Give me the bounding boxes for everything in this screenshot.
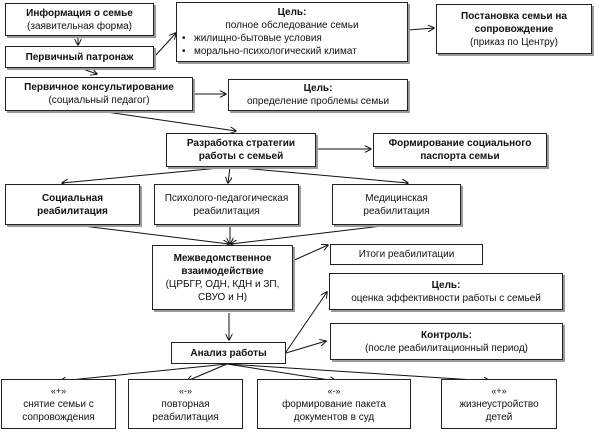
arrow-analysis-to-goal3	[285, 292, 327, 353]
node-goal-evaluation: Цель: оценка эффективности работы с семь…	[329, 273, 563, 310]
goal1-line: полное обследование семьи	[225, 20, 359, 31]
family-info-sub: (заявительная форма)	[27, 20, 132, 32]
social-rehab-title-2: реабилитация	[37, 205, 108, 217]
node-psych-rehab: Психолого-педагогическая реабилитация	[154, 184, 299, 225]
passport-title-2: паспорта семьи	[420, 151, 500, 162]
interagency-title-1: Межведомственное	[173, 252, 272, 264]
control-line: (после реабилитационный период)	[364, 342, 529, 354]
node-primary-patronage: Первичный патронаж	[5, 46, 154, 68]
node-control: Контроль: (после реабилитационный период…	[330, 323, 563, 360]
node-goal-full-survey: Цель: полное обследование семьи жилищно-…	[176, 2, 408, 62]
goal3-title: Цель:	[431, 279, 461, 291]
registration-title-1: Постановка семьи на	[461, 10, 567, 22]
primary-patronage-title: Первичный патронаж	[25, 51, 134, 63]
outcome1-mark: «+»	[50, 385, 67, 396]
node-goal-problem: Цель: определение проблемы семьи	[228, 79, 408, 111]
outcome2-line-1: повторная	[161, 398, 210, 410]
arrow-analysis-to-out3	[226, 363, 336, 381]
arrow-goal1-to-registration	[407, 28, 434, 30]
registration-sub: (приказ по Центру)	[470, 36, 558, 48]
arrow-patronage-to-goal1	[154, 33, 176, 57]
node-outcome-court-documents: «-» формирование пакета документов в суд	[257, 379, 411, 429]
node-social-rehab: Социальная реабилитация	[5, 184, 140, 225]
arrow-analysis-to-out1	[60, 363, 228, 381]
consult-title: Первичное консультирование	[24, 82, 174, 93]
arrow-strategy-to-medical	[229, 166, 408, 183]
control-title: Контроль:	[421, 329, 472, 341]
node-strategy: Разработка стратегии работы с семьей	[166, 133, 316, 167]
registration-title-2: сопровождение	[474, 23, 554, 35]
medical-rehab-line-1: Медицинская	[365, 192, 428, 204]
node-medical-rehab: Медицинская реабилитация	[332, 184, 461, 225]
arrow-strategy-to-psych	[228, 166, 230, 183]
outcome3-mark: «-»	[327, 385, 341, 396]
psych-rehab-line-2: реабилитация	[193, 205, 260, 217]
outcome4-line-1: жизнеустройство	[459, 398, 539, 410]
node-registration: Постановка семьи на сопровождение (прика…	[436, 4, 592, 54]
outcome4-line-2: детей	[485, 411, 513, 423]
interagency-sub-1: (ЦРБГР, ОДН, КДН и ЗП,	[165, 278, 280, 290]
outcome4-mark: «+»	[491, 385, 507, 396]
goal1-title: Цель:	[277, 7, 307, 18]
node-outcome-child-placement: «+» жизнеустройство детей	[441, 379, 557, 429]
social-rehab-title-1: Социальная	[41, 192, 104, 204]
goal3-line: оценка эффективности работы с семьей	[351, 292, 541, 304]
interagency-sub-2: СВУО и Н)	[197, 291, 248, 303]
node-family-info: Информация о семье (заявительная форма)	[5, 3, 154, 36]
arrow-medical-to-interagency	[231, 224, 391, 244]
arrow-social-to-interagency	[74, 224, 229, 244]
rehab-results-line: Итоги реабилитации	[358, 249, 455, 260]
node-work-analysis: Анализ работы	[171, 342, 286, 364]
node-primary-consult: Первичное консультирование (социальный п…	[5, 77, 193, 111]
outcome2-mark: «-»	[178, 385, 192, 396]
outcome3-line-2: документов в суд	[293, 411, 375, 423]
interagency-title-2: взаимодействие	[181, 265, 264, 277]
passport-title-1: Формирование социального	[388, 138, 532, 149]
outcome1-line-1: снятие семьи с	[23, 398, 94, 410]
family-info-title: Информация о семье	[26, 7, 133, 19]
arrow-interagency-to-results	[289, 245, 328, 263]
outcome2-line-2: реабилитация	[152, 411, 219, 423]
outcome3-line-1: формирование пакета	[282, 398, 386, 410]
goal2-title: Цель:	[303, 83, 333, 94]
goal1-bullet: морально-психологический климат	[182, 45, 357, 58]
goal2-line: определение проблемы семьи	[246, 96, 390, 107]
consult-sub: (социальный педагог)	[48, 95, 150, 106]
arrow-analysis-to-out4	[226, 363, 490, 381]
node-outcome-repeat-rehab: «-» повторная реабилитация	[128, 379, 243, 429]
node-social-passport: Формирование социального паспорта семьи	[373, 133, 547, 167]
arrow-strategy-to-social	[62, 166, 231, 183]
arrow-analysis-to-control	[285, 341, 326, 354]
node-interagency: Межведомственное взаимодействие (ЦРБГР, …	[152, 245, 293, 310]
medical-rehab-line-2: реабилитация	[363, 205, 430, 217]
work-analysis-title: Анализ работы	[190, 347, 267, 359]
node-rehab-results: Итоги реабилитации	[330, 244, 483, 265]
arrow-analysis-to-out2	[187, 363, 228, 381]
node-outcome-deregistration: «+» снятие семьи с сопровождения	[1, 379, 116, 429]
goal1-bullet: жилищно-бытовые условия	[182, 32, 357, 45]
arrow-patronage-to-consult	[79, 67, 97, 74]
psych-rehab-line-1: Психолого-педагогическая	[164, 192, 289, 204]
strategy-title-2: работы с семьей	[198, 151, 284, 162]
outcome1-line-2: сопровождения	[22, 411, 95, 423]
goal1-bullets: жилищно-бытовые условия морально-психоло…	[180, 32, 357, 58]
strategy-title-1: Разработка стратегии	[186, 138, 296, 149]
arrow-consult-to-strategy	[99, 110, 236, 131]
